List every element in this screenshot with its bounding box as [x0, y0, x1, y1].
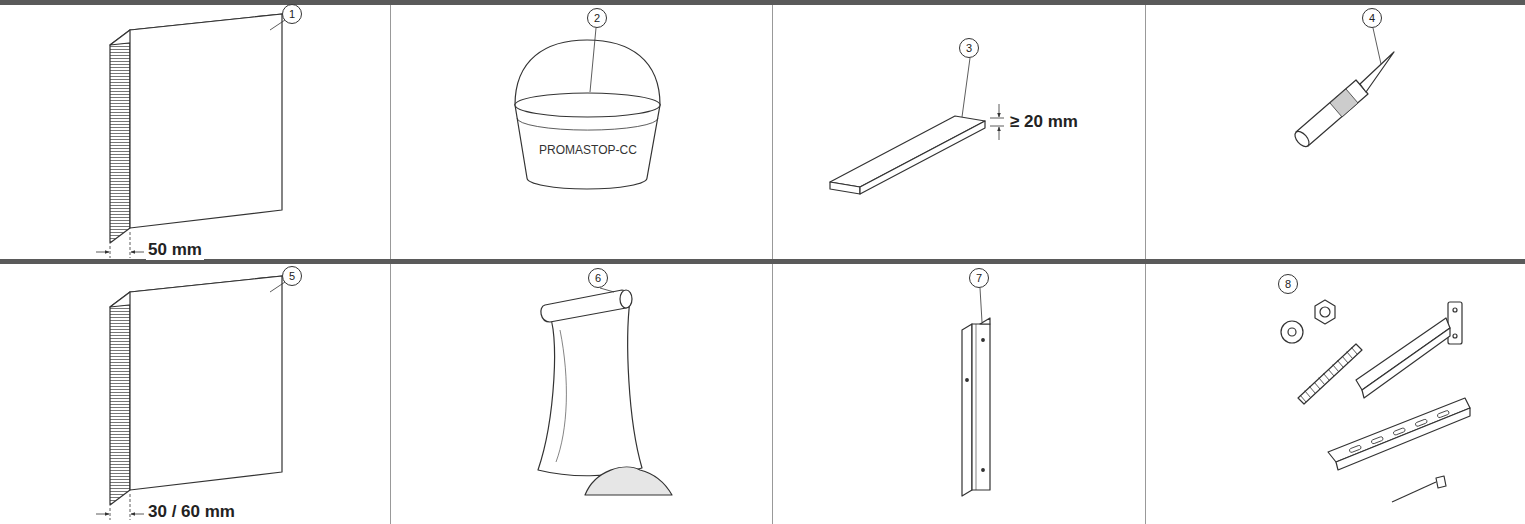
dimension-label: 30 / 60 mm — [146, 502, 237, 522]
thread-stroke — [1337, 360, 1343, 367]
steel-channel — [962, 288, 990, 496]
slot — [1393, 427, 1406, 435]
slot — [1349, 445, 1362, 453]
callout-number: 7 — [969, 268, 989, 288]
fire-board — [96, 276, 285, 520]
fixing-set — [1281, 300, 1470, 502]
slot — [1415, 419, 1428, 427]
thread-stroke — [1323, 373, 1329, 380]
thread-stroke — [1300, 395, 1306, 402]
callout-number: 3 — [959, 38, 979, 58]
callout-number: 8 — [1278, 274, 1298, 294]
thread-stroke — [1333, 365, 1339, 372]
dimension-label: ≥ 20 mm — [1008, 112, 1080, 132]
callout-number: 5 — [282, 266, 302, 286]
slot — [1437, 410, 1450, 418]
mortar-sack — [538, 288, 672, 495]
callout-number: 4 — [1362, 8, 1382, 28]
thread-stroke — [1328, 369, 1334, 376]
thread-stroke — [1314, 382, 1320, 389]
dimension-label: 50 mm — [146, 240, 204, 260]
thread-stroke — [1342, 356, 1348, 363]
callout-number: 1 — [282, 4, 302, 24]
thread-stroke — [1309, 386, 1315, 393]
board-strip — [830, 58, 1004, 194]
thread-stroke — [1347, 352, 1353, 359]
callout-number: 6 — [588, 268, 608, 288]
fire-board — [96, 14, 285, 258]
thread-stroke — [1351, 347, 1357, 354]
sealant-cartridge — [1292, 28, 1394, 149]
product-print: PROMASTOP-CC — [539, 143, 637, 157]
coating-bucket — [515, 28, 660, 189]
callout-number: 2 — [587, 8, 607, 28]
thread-stroke — [1305, 391, 1311, 398]
slot — [1371, 436, 1384, 444]
thread-stroke — [1319, 378, 1325, 385]
